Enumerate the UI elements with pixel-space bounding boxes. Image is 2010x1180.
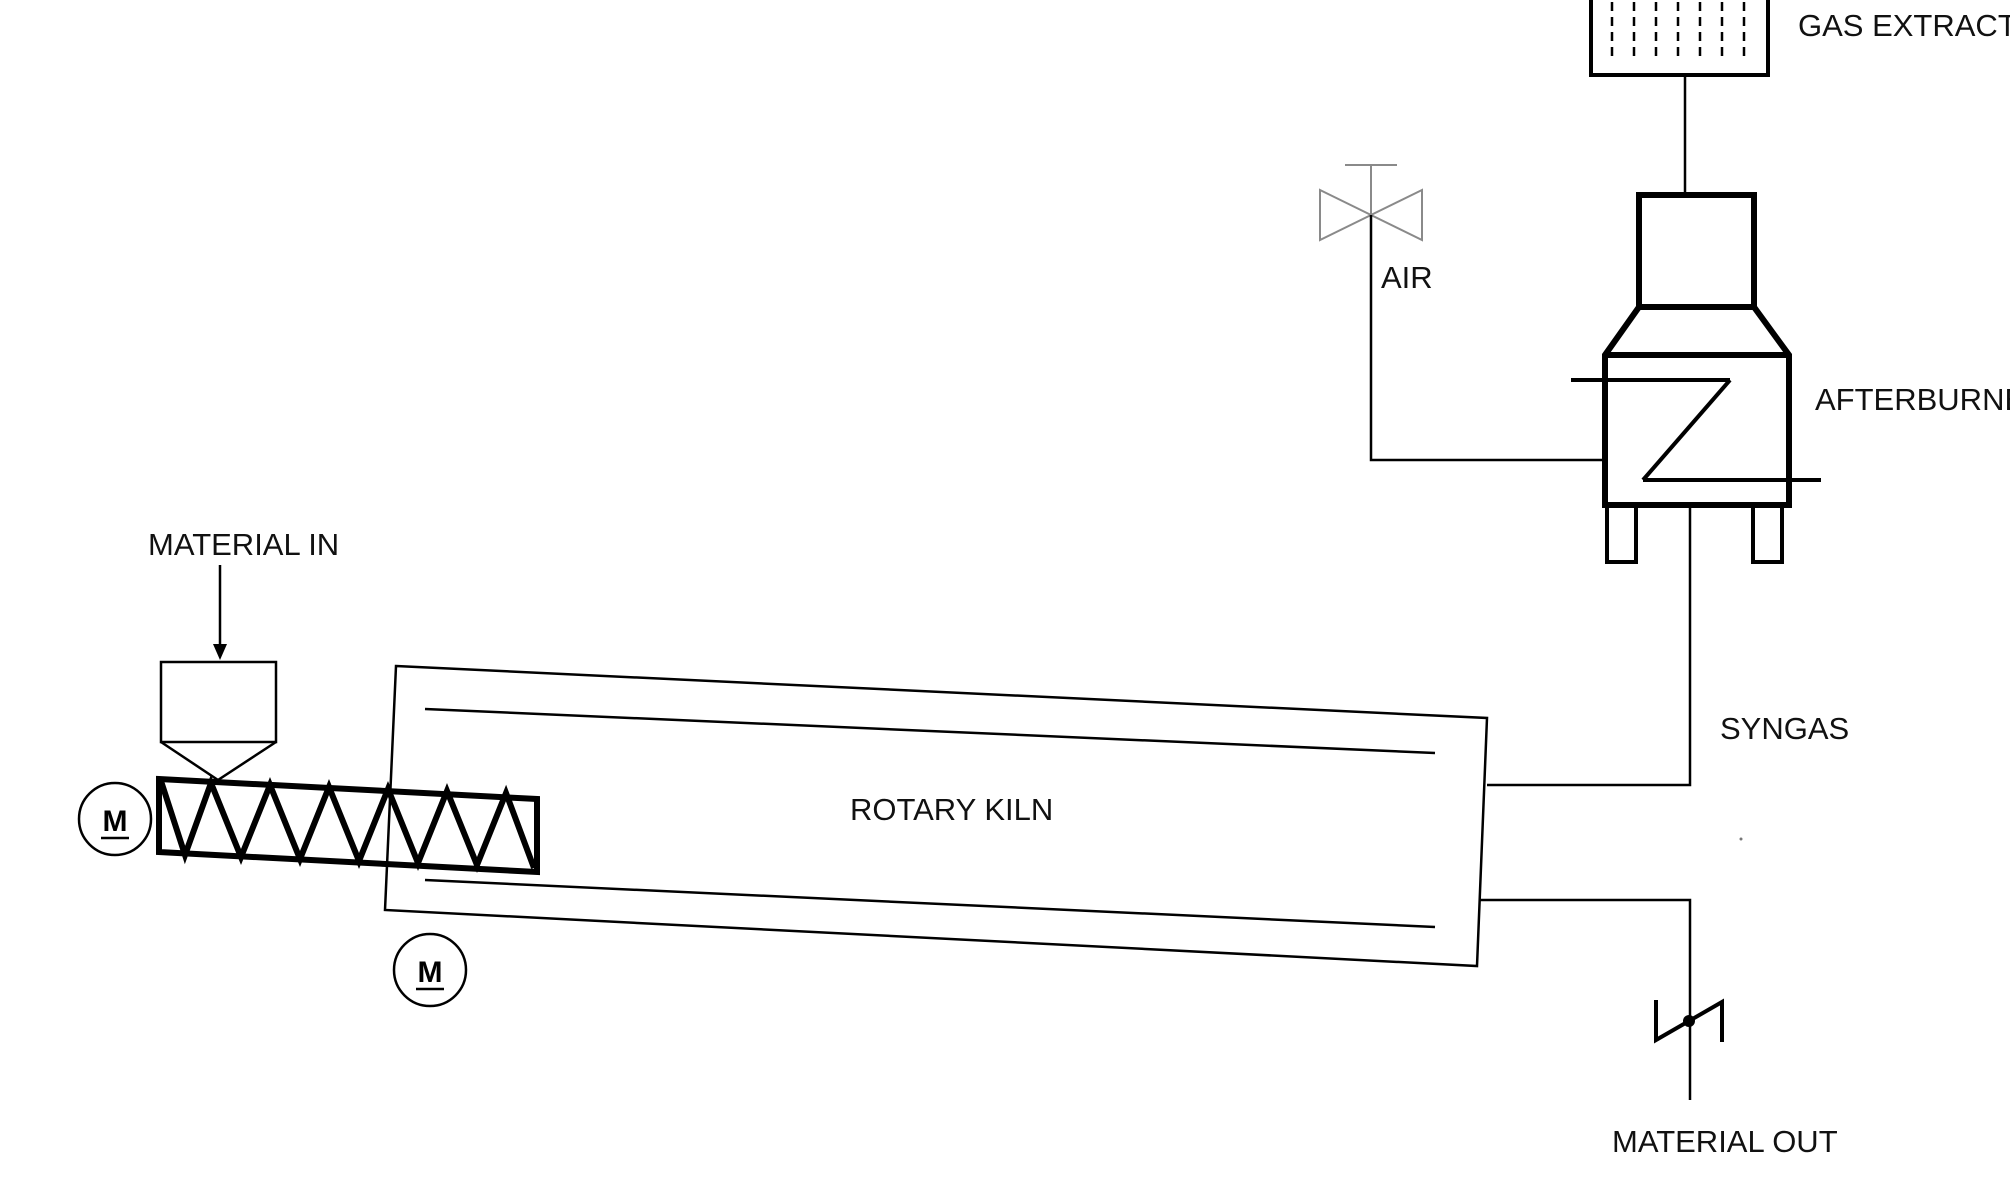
feed-motor-label: M	[103, 805, 128, 838]
kiln-motor-label: M	[418, 956, 443, 989]
feed-motor-icon[interactable]: M	[77, 781, 153, 857]
kiln-motor-icon[interactable]: M	[392, 932, 468, 1008]
pipe-material-out	[1479, 898, 1692, 1100]
gas-extraction-label: GAS EXTRACTION	[1798, 8, 2010, 43]
air-valve-icon[interactable]	[1319, 164, 1423, 242]
material-in-arrow	[213, 565, 227, 660]
gas-extraction-unit	[1589, 0, 1770, 77]
rotary-kiln-unit	[383, 664, 1489, 968]
pipe-air	[1369, 215, 1605, 462]
rotary-kiln-label: ROTARY KILN	[850, 792, 1053, 827]
afterburner-label: AFTERBURNER	[1815, 382, 2010, 417]
feed-hopper	[159, 660, 278, 782]
syngas-label: SYNGAS	[1720, 711, 1849, 746]
material-out-label: MATERIAL OUT	[1612, 1124, 1838, 1159]
air-label: AIR	[1381, 260, 1433, 295]
screw-conveyor	[156, 774, 540, 876]
material-in-label: MATERIAL IN	[148, 527, 339, 562]
pipe-syngas	[1487, 505, 1692, 787]
rotary-valve-icon[interactable]	[1654, 998, 1724, 1044]
stray-dot	[1739, 837, 1743, 841]
afterburner-unit	[1571, 192, 1821, 564]
